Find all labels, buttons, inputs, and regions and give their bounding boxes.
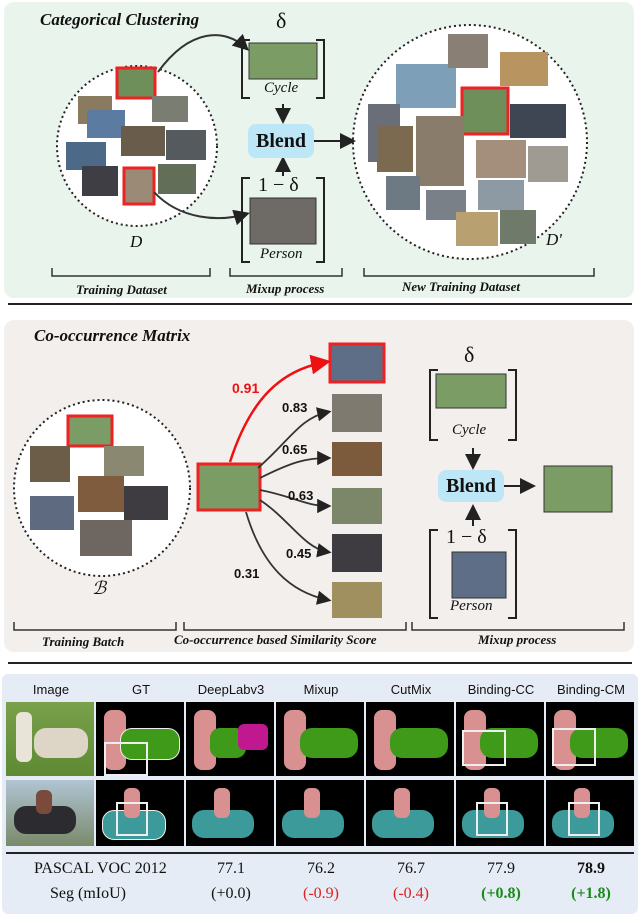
section1-title: Categorical Clustering: [40, 10, 200, 29]
person-label: Person: [260, 246, 303, 262]
score: 0.63: [288, 488, 314, 503]
one-minus-delta: 1 − δ: [258, 174, 299, 196]
column-header: Binding-CM: [557, 682, 625, 697]
miou-value: 76.2: [307, 860, 335, 877]
cycle-label: Cycle: [452, 422, 487, 438]
segmentation-binding-cm: [546, 702, 634, 776]
dataset-row-label: PASCAL VOC 2012: [34, 860, 167, 877]
blend-box: Blend: [248, 124, 314, 158]
column-header: Mixup: [303, 682, 339, 697]
section2-title: Co-occurrence Matrix: [34, 326, 191, 345]
one-minus-delta: 1 − δ: [446, 526, 487, 548]
similarity-score-label: Co-occurrence based Similarity Score: [174, 632, 377, 647]
segmentation-cutmix: [366, 780, 454, 846]
miou-delta: (-0.9): [303, 885, 339, 902]
segmentation-gt: [96, 702, 184, 776]
person-label: Person: [450, 598, 493, 614]
miou-delta: (-0.4): [393, 885, 429, 902]
score: 0.31: [234, 566, 260, 581]
mixup-process-label: Mixup process: [246, 281, 325, 296]
column-header: GT: [131, 682, 151, 697]
section-divider: [8, 303, 632, 305]
section-divider: [8, 662, 632, 664]
segmentation-binding-cc: [456, 780, 544, 846]
segmentation-mixup: [276, 702, 364, 776]
delta-symbol: δ: [464, 342, 475, 367]
column-header: Image: [32, 682, 70, 697]
delta-symbol: δ: [276, 8, 287, 33]
miou-delta: (+0.0): [211, 885, 251, 902]
segmentation-gt: [96, 780, 184, 846]
column-header: DeepLabv3: [197, 682, 265, 697]
input-photo: [6, 702, 94, 776]
column-header: CutMix: [390, 682, 432, 697]
miou-value: 76.7: [397, 860, 425, 877]
column-header: Binding-CC: [467, 682, 535, 697]
score-top: 0.91: [232, 380, 260, 396]
metric-row-label: Seg (mIoU): [50, 885, 126, 902]
miou-value: 77.9: [487, 860, 515, 877]
segmentation-mixup: [276, 780, 364, 846]
segmentation-binding-cc: [456, 702, 544, 776]
cycle-label: Cycle: [264, 80, 299, 96]
table-divider: [6, 852, 634, 854]
training-dataset-label: Training Dataset: [76, 282, 167, 297]
new-dataset-label: D': [546, 230, 562, 249]
blend-box: Blend: [438, 470, 504, 502]
miou-value-best: 78.9: [577, 860, 605, 877]
new-training-dataset-label: New Training Dataset: [402, 279, 520, 294]
miou-delta: (+1.8): [571, 885, 611, 902]
miou-value: 77.1: [217, 860, 245, 877]
score: 0.65: [282, 442, 308, 457]
segmentation-deeplab: [186, 702, 274, 776]
score: 0.45: [286, 546, 312, 561]
batch-label: ℬ: [92, 578, 107, 598]
miou-delta: (+0.8): [481, 885, 521, 902]
dataset-label: D: [130, 232, 143, 251]
segmentation-binding-cm: [546, 780, 634, 846]
mixup-process-label: Mixup process: [478, 632, 557, 647]
segmentation-cutmix: [366, 702, 454, 776]
score: 0.83: [282, 400, 308, 415]
segmentation-deeplab: [186, 780, 274, 846]
input-photo: [6, 780, 94, 846]
training-batch-label: Training Batch: [42, 634, 125, 649]
